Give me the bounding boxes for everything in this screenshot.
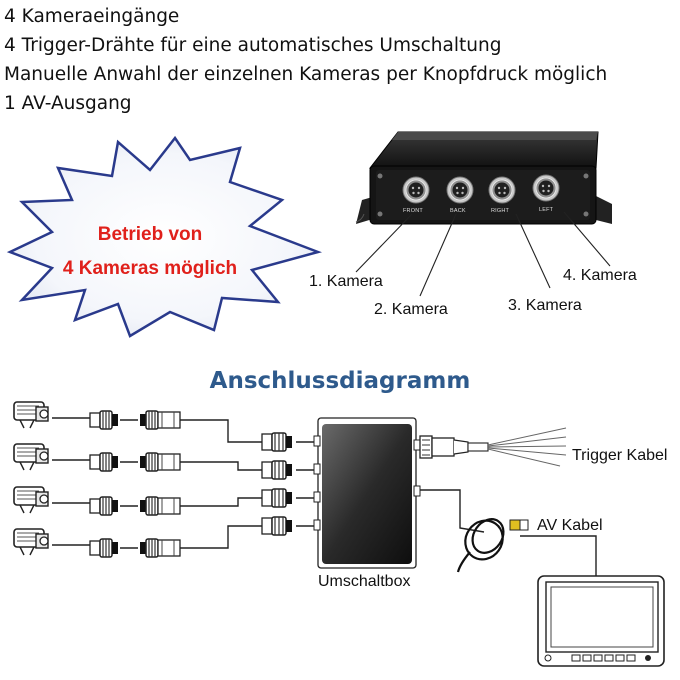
av-cable-label: AV Kabel (537, 517, 603, 534)
callout-camera-3: 3. Kamera (508, 297, 582, 314)
trigger-cable-label: Trigger Kabel (572, 447, 668, 464)
starburst-line-2: 4 Kameras möglich (62, 258, 238, 279)
switch-box-photo (355, 131, 612, 225)
callout-camera-4: 4. Kamera (563, 267, 637, 284)
port-label-back: BACK (450, 208, 466, 214)
feature-item: 4 Trigger-Drähte für eine automatisches … (4, 35, 502, 56)
feature-list: 4 Kameraeingänge 4 Trigger-Drähte für ei… (4, 2, 676, 118)
feature-item: 1 AV-Ausgang (4, 93, 132, 114)
wiring-diagram (13, 401, 665, 667)
port-label-front: FRONT (403, 208, 423, 214)
callout-camera-1: 1. Kamera (309, 273, 383, 290)
callout-lines (355, 211, 611, 297)
starburst-shape (6, 135, 323, 338)
diagram-title: Anschlussdiagramm (209, 368, 471, 394)
feature-item: Manuelle Anwahl der einzelnen Kameras pe… (4, 64, 608, 85)
starburst-text: Betrieb von 4 Kameras möglich (55, 218, 245, 286)
callout-camera-2: 2. Kamera (374, 301, 448, 318)
port-label-right: RIGHT (491, 208, 510, 214)
feature-item: 4 Kameraeingänge (4, 6, 180, 27)
port-label-left: LEFT (539, 207, 554, 213)
switch-box-label: Umschaltbox (318, 573, 411, 590)
monitor-icon (537, 575, 665, 667)
starburst-line-1: Betrieb von (97, 224, 203, 245)
